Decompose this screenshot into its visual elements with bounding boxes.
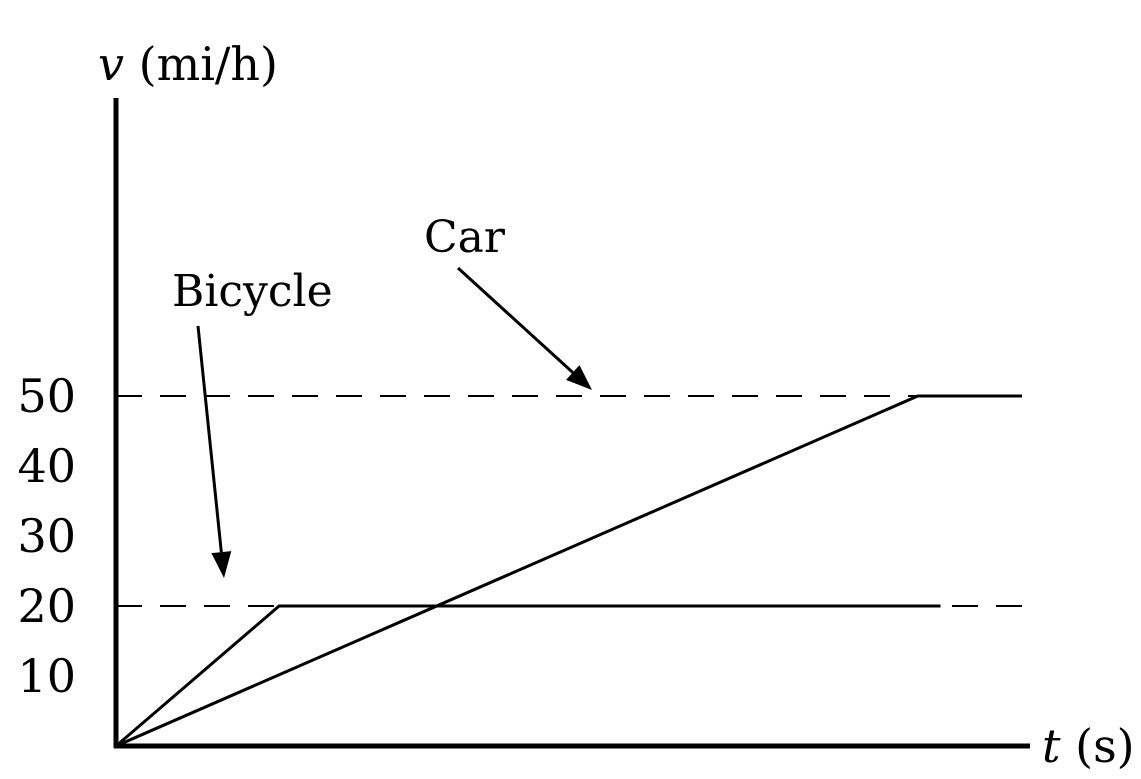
y-tick-label-20: 20	[17, 579, 76, 633]
y-tick-label-50: 50	[17, 369, 76, 423]
y-axis-variable: v	[98, 37, 124, 91]
y-tick-labels: 10 20 30 40 50	[17, 369, 76, 703]
series-label-bicycle: Bicycle	[172, 266, 333, 317]
y-axis-unit: (mi/h)	[124, 37, 278, 91]
series-annotations: Bicycle Car	[172, 212, 592, 578]
arrowhead-car	[566, 365, 592, 390]
x-axis-unit: (s)	[1061, 719, 1135, 773]
series-label-car: Car	[424, 212, 506, 263]
y-axis-label: v (mi/h)	[98, 37, 278, 91]
series-line-car	[115, 394, 1022, 748]
x-axis-variable: t	[1042, 719, 1061, 773]
x-axis-label: t (s)	[1042, 719, 1135, 773]
y-tick-label-10: 10	[17, 649, 76, 703]
arrowhead-bicycle	[211, 551, 232, 578]
arrow-car	[456, 266, 574, 374]
y-tick-label-30: 30	[17, 509, 76, 563]
reference-lines	[116, 395, 1036, 607]
series-lines	[115, 394, 1022, 748]
arrow-bicycle	[196, 325, 223, 553]
y-tick-label-40: 40	[17, 439, 76, 493]
axes	[113, 98, 1030, 749]
series-line-bicycle	[115, 604, 941, 748]
